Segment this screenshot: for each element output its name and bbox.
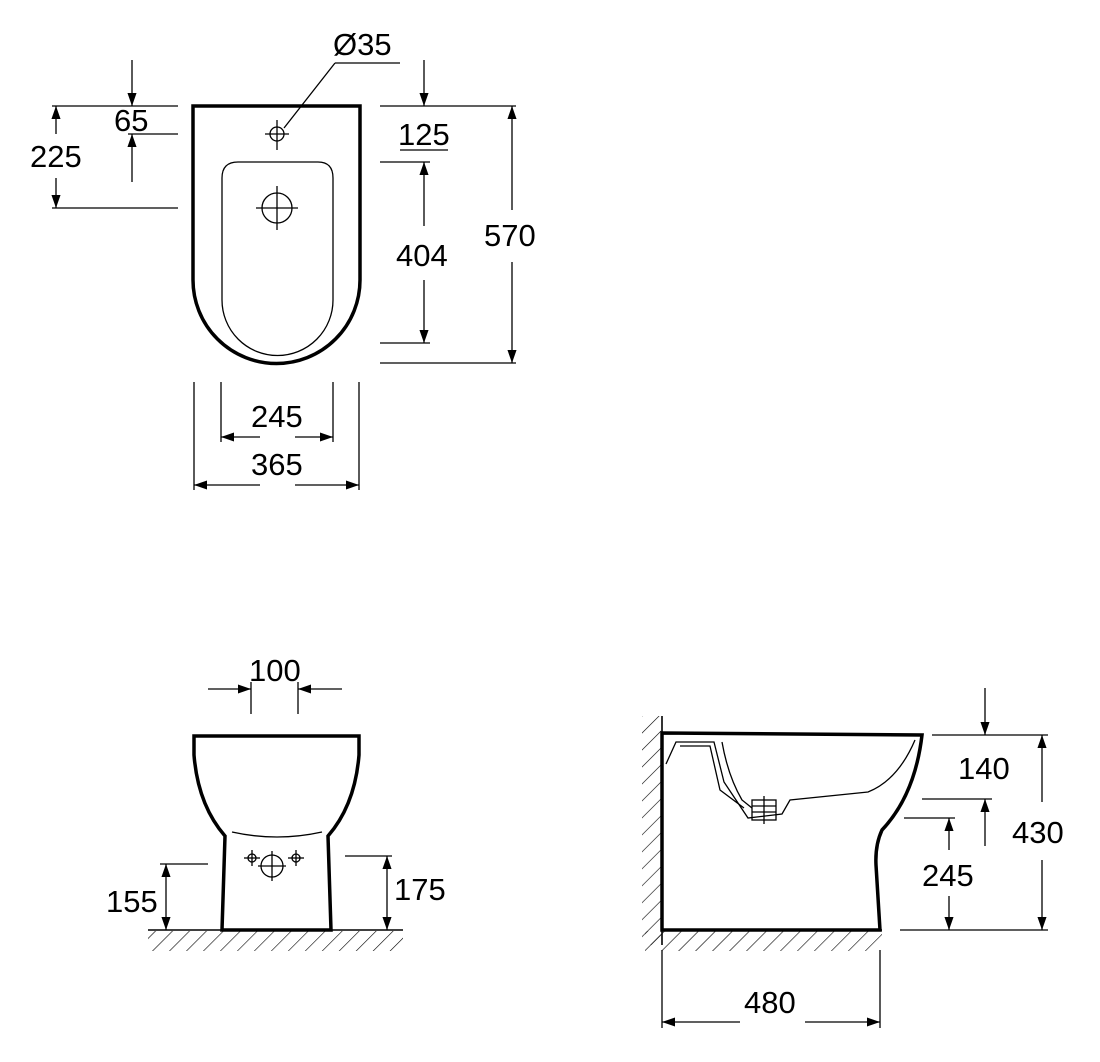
dim-155-label: 155 <box>106 884 158 919</box>
dim-365-width-label: 365 <box>251 447 303 482</box>
waste-outlet-crosshair <box>258 851 286 881</box>
side-view-outline <box>660 731 924 932</box>
dim-430-label: 430 <box>1012 815 1064 850</box>
dim-570-label: 570 <box>484 218 536 253</box>
dim-125-label: 125 <box>398 117 450 152</box>
dim-65-label: 65 <box>114 103 148 138</box>
front-view-outline <box>192 734 361 932</box>
front-view: 100 155 175 <box>106 653 446 951</box>
dim-245-width-label: 245 <box>251 399 303 434</box>
top-view-basin <box>221 161 334 357</box>
dim-140-label: 140 <box>958 751 1010 786</box>
dim-100-label: 100 <box>249 653 301 688</box>
side-view: 140 245 430 480 <box>642 688 1064 1028</box>
dim-404-label: 404 <box>396 238 448 273</box>
dim-480-label: 480 <box>744 985 796 1020</box>
wall-hatch <box>642 716 661 945</box>
fixing-hole-left <box>244 850 260 866</box>
fixing-hole-right <box>288 850 304 866</box>
side-waste-detail <box>751 796 777 824</box>
front-floor-hatch <box>148 931 403 951</box>
dim-175-label: 175 <box>394 872 446 907</box>
side-floor-hatch <box>645 931 882 951</box>
drain-hole-crosshair <box>256 186 298 230</box>
top-view-outline <box>191 104 362 366</box>
top-view: Ø35 65 225 125 404 570 245 36 <box>30 27 536 490</box>
hole-diameter-label: Ø35 <box>333 27 392 62</box>
dim-245-height-label: 245 <box>922 858 974 893</box>
tap-hole-crosshair <box>265 120 289 150</box>
dim-225-label: 225 <box>30 139 82 174</box>
